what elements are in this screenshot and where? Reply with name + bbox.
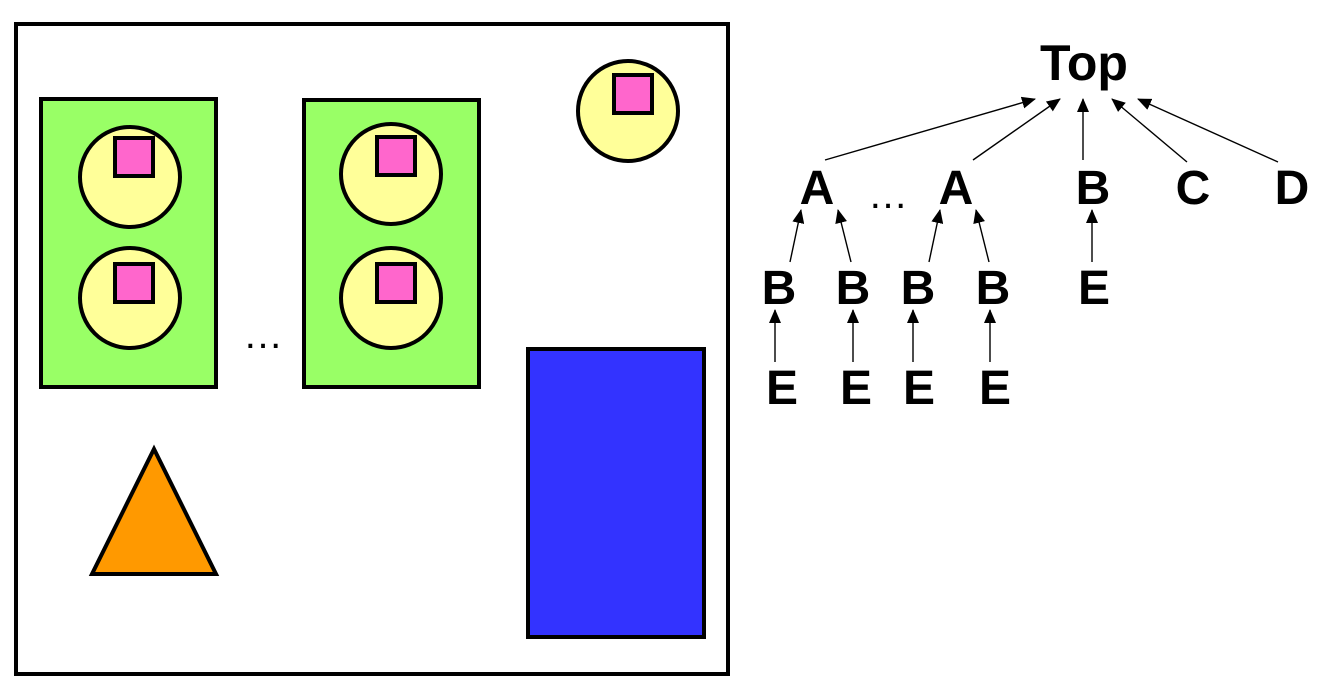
tree-node-level1: A: [800, 162, 835, 215]
tree-node-level2: B: [836, 262, 871, 315]
hierarchy-tree: Top A … A B C D B B B B E E E E E: [762, 35, 1310, 415]
tree-node-level1: B: [1076, 162, 1111, 215]
tree-node-level1: D: [1275, 162, 1310, 215]
blue-rectangle: [526, 347, 706, 639]
pink-square: [375, 262, 417, 304]
tree-node-root: Top: [1040, 35, 1128, 91]
tree-edge: [789, 209, 805, 263]
pink-square: [113, 262, 155, 304]
tree-edge: [973, 209, 990, 263]
tree-edge: [928, 209, 944, 263]
tree-ellipsis: …: [868, 173, 908, 217]
tree-node-level1: A: [939, 162, 974, 215]
tree-node-level3: E: [840, 362, 872, 415]
orange-triangle: [88, 444, 220, 576]
pink-square: [612, 73, 654, 115]
tree-node-level3: E: [766, 362, 798, 415]
tree-edge: [1137, 98, 1279, 163]
tree-edge: [835, 209, 852, 263]
tree-node-level1: C: [1176, 162, 1211, 215]
tree-node-level2: B: [901, 262, 936, 315]
composition-panel: …: [14, 22, 730, 676]
tree-edge: [1111, 98, 1188, 163]
tree-node-level3: E: [979, 362, 1011, 415]
composition-ellipsis: …: [243, 313, 283, 357]
pink-square: [113, 136, 155, 178]
tree-edge: [972, 98, 1061, 161]
tree-node-level2: E: [1078, 262, 1110, 315]
pink-square: [375, 135, 417, 177]
tree-node-level3: E: [903, 362, 935, 415]
green-block: [302, 98, 481, 389]
green-block: [39, 97, 218, 389]
tree-edge: [824, 96, 1036, 161]
tree-node-level2: B: [762, 262, 797, 315]
tree-node-level2: B: [976, 262, 1011, 315]
